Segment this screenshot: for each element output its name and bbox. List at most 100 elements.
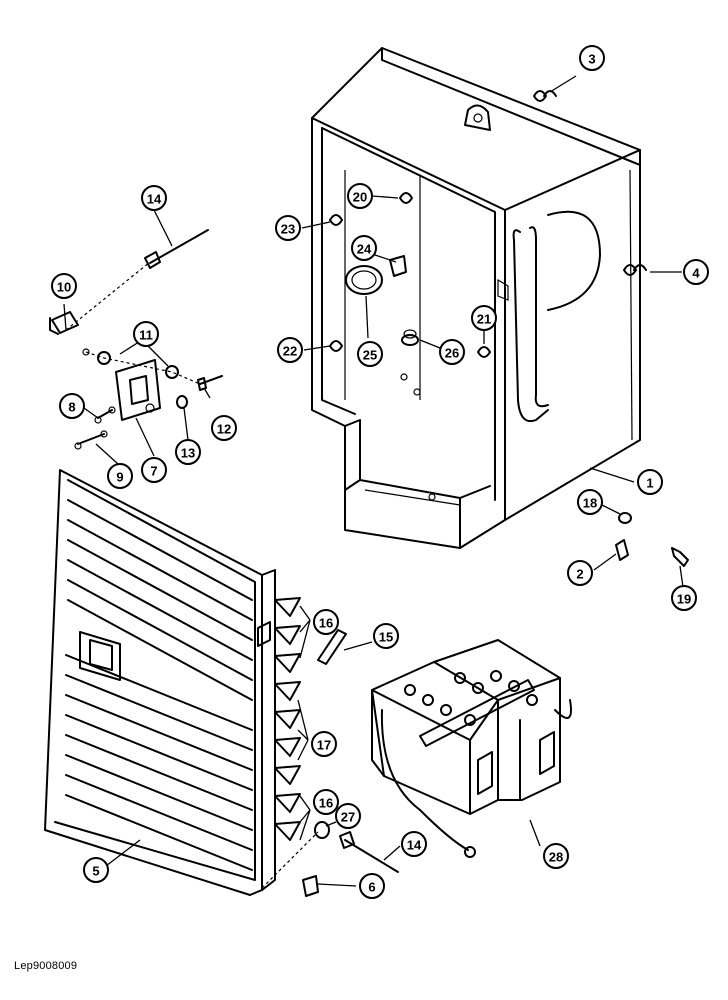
callout-circle bbox=[401, 831, 427, 857]
callout-circle bbox=[439, 339, 465, 365]
callout-c16a: 16 bbox=[313, 609, 339, 635]
callout-c21: 21 bbox=[471, 305, 497, 331]
callout-labels: 1234567891011121314141516161718192021222… bbox=[51, 45, 709, 899]
callout-circle bbox=[335, 803, 361, 829]
callout-circle bbox=[175, 439, 201, 465]
callout-number: 27 bbox=[341, 810, 355, 825]
callout-circle bbox=[637, 469, 663, 495]
callout-c10: 10 bbox=[51, 273, 77, 299]
callout-number: 16 bbox=[319, 796, 333, 811]
callout-number: 13 bbox=[181, 446, 195, 461]
callout-number: 1 bbox=[646, 476, 653, 491]
callout-number: 14 bbox=[407, 838, 422, 853]
callout-circle bbox=[543, 843, 569, 869]
grommet bbox=[401, 329, 419, 346]
callout-c13: 13 bbox=[175, 439, 201, 465]
callout-circle bbox=[83, 857, 109, 883]
callout-circle bbox=[133, 321, 159, 347]
batteries bbox=[371, 639, 572, 858]
callout-circle bbox=[577, 489, 603, 515]
callout-circle bbox=[141, 457, 167, 483]
callout-circle bbox=[107, 463, 133, 489]
callout-c15: 15 bbox=[373, 623, 399, 649]
callout-number: 2 bbox=[576, 567, 583, 582]
leader-lines bbox=[63, 75, 685, 887]
callout-circle bbox=[357, 341, 383, 367]
callout-c14b: 14 bbox=[401, 831, 427, 857]
callout-number: 14 bbox=[147, 192, 162, 207]
cover-hardware bbox=[261, 629, 399, 897]
callout-c16b: 16 bbox=[313, 789, 339, 815]
callout-circle bbox=[211, 415, 237, 441]
callout-number: 5 bbox=[92, 864, 99, 879]
callout-circle bbox=[579, 45, 605, 71]
battery-box bbox=[311, 47, 641, 549]
callout-c9: 9 bbox=[107, 463, 133, 489]
callout-number: 17 bbox=[317, 738, 331, 753]
callout-c3: 3 bbox=[579, 45, 605, 71]
callout-c22: 22 bbox=[277, 337, 303, 363]
callout-number: 7 bbox=[150, 464, 157, 479]
callout-c8: 8 bbox=[59, 393, 85, 419]
callout-circle bbox=[141, 185, 167, 211]
callout-c2: 2 bbox=[567, 560, 593, 586]
callout-circle bbox=[683, 259, 709, 285]
callout-circle bbox=[373, 623, 399, 649]
callout-number: 11 bbox=[139, 328, 153, 343]
callout-c27: 27 bbox=[335, 803, 361, 829]
callout-number: 4 bbox=[692, 266, 700, 281]
callout-circle bbox=[59, 393, 85, 419]
callout-c25: 25 bbox=[357, 341, 383, 367]
callout-c14a: 14 bbox=[141, 185, 167, 211]
callout-circle bbox=[313, 789, 339, 815]
callout-c7: 7 bbox=[141, 457, 167, 483]
callout-circle bbox=[347, 183, 373, 209]
callout-c12: 12 bbox=[211, 415, 237, 441]
callout-number: 22 bbox=[283, 344, 297, 359]
callout-circle bbox=[277, 337, 303, 363]
callout-c19: 19 bbox=[671, 585, 697, 611]
callout-circle bbox=[671, 585, 697, 611]
callout-number: 6 bbox=[368, 880, 375, 895]
callout-c1: 1 bbox=[637, 469, 663, 495]
callout-number: 18 bbox=[583, 496, 597, 511]
callout-number: 23 bbox=[281, 222, 295, 237]
callout-number: 8 bbox=[68, 400, 75, 415]
callout-circle bbox=[311, 731, 337, 757]
callout-number: 3 bbox=[588, 52, 595, 67]
callout-c24: 24 bbox=[351, 235, 377, 261]
callout-c20: 20 bbox=[347, 183, 373, 209]
cable-clamps bbox=[329, 90, 647, 358]
battery-strap bbox=[345, 255, 407, 295]
callout-number: 16 bbox=[319, 616, 333, 631]
callout-number: 26 bbox=[445, 346, 459, 361]
callout-circle bbox=[567, 560, 593, 586]
louvred-cover bbox=[44, 469, 301, 896]
callout-number: 15 bbox=[379, 630, 393, 645]
callout-c6: 6 bbox=[359, 873, 385, 899]
callout-circle bbox=[471, 305, 497, 331]
callout-c17: 17 bbox=[311, 731, 337, 757]
callout-number: 10 bbox=[57, 280, 71, 295]
callout-number: 24 bbox=[357, 242, 372, 257]
callout-number: 20 bbox=[353, 190, 367, 205]
callout-number: 25 bbox=[363, 348, 377, 363]
callout-c23: 23 bbox=[275, 215, 301, 241]
callout-circle bbox=[313, 609, 339, 635]
callout-circle bbox=[359, 873, 385, 899]
callout-circle bbox=[51, 273, 77, 299]
callout-circle bbox=[351, 235, 377, 261]
callout-number: 9 bbox=[116, 470, 123, 485]
callout-number: 19 bbox=[677, 592, 691, 607]
callout-circle bbox=[275, 215, 301, 241]
callout-number: 12 bbox=[217, 422, 231, 437]
callout-number: 28 bbox=[549, 850, 563, 865]
drawing-reference: Lep9008009 bbox=[14, 960, 78, 972]
callout-c5: 5 bbox=[83, 857, 109, 883]
callout-c18: 18 bbox=[577, 489, 603, 515]
callout-c26: 26 bbox=[439, 339, 465, 365]
callout-c11: 11 bbox=[133, 321, 159, 347]
latch-hardware bbox=[49, 229, 223, 450]
callout-c28: 28 bbox=[543, 843, 569, 869]
